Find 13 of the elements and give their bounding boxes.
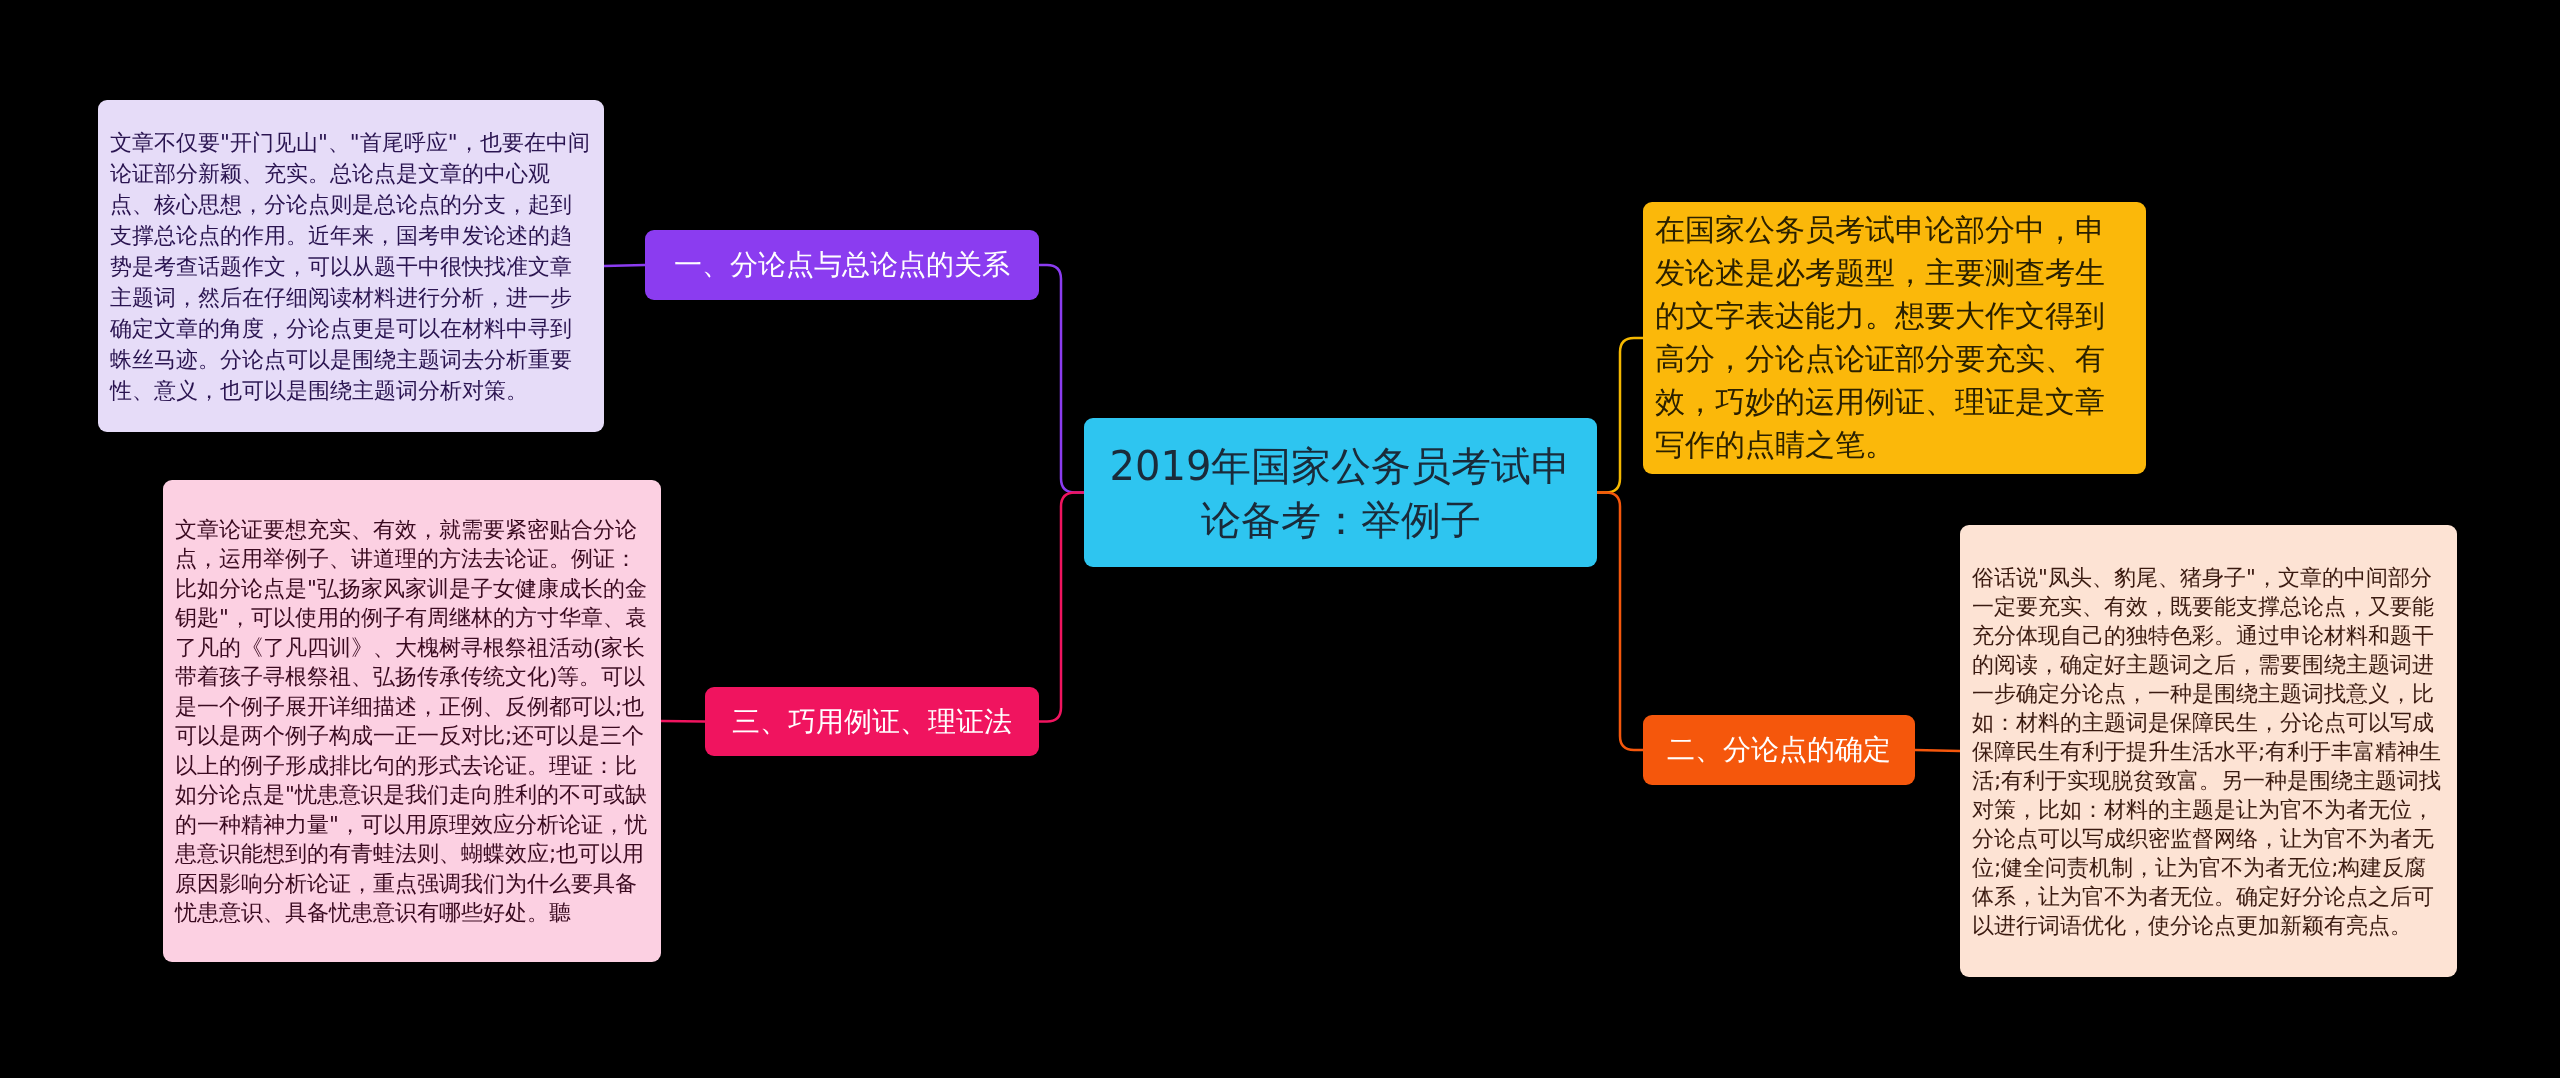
connector-line — [1039, 491, 1084, 723]
connector-line — [1597, 491, 1643, 752]
branch-topic-box: 三、巧用例证、理证法 — [705, 687, 1039, 756]
connector-line — [1914, 748, 1961, 753]
branch-topic-box: 二、分论点的确定 — [1643, 715, 1915, 785]
note-box: 文章不仅要"开门见山"、"首尾呼应"，也要在中间论证部分新颖、充实。总论点是文章的中心观点、核心思想，分论点则是总论点的分支，起到支撑总论点的作用。近年来，国考申发论述的趋势是考查话题作文，可以从题干中很快找准文章主题词，然后在仔细阅读材料进行分析，进一步确定文章的角度，分论点更是可以在材料中寻到蛛丝马迹。分论点可以是围绕主题词去分析重要性、意义，也可以是围绕主题词分析对策。 — [98, 100, 604, 432]
connector-line — [603, 263, 646, 268]
connector-line — [661, 719, 705, 723]
note-box: 文章论证要想充实、有效，就需要紧密贴合分论点，运用举例子、讲道理的方法去论证。例证：比如分论点是"弘扬家风家训是子女健康成长的金钥匙"，可以使用的例子有周继林的方寸华章、袁了凡的《了凡四训》、大槐树寻根祭祖活动(家长带着孩子寻根祭祖、弘扬传承传统文化)等。可以是一个例子展开详细描述，正例、反例都可以;也可以是两个例子构成一正一反对比;还可以是三个以上的例子形成排比句的形式去论证。理证：比如分论点是"忧患意识是我们走向胜利的不可或缺的一种精神力量"，可以用原理效应分析论证，忧患意识能想到的有青蛙法则、蝴蝶效应;也可以用原因影响分析论证，重点强调我们为什么要具备忧患意识、具备忧患意识有哪些好处。聽 — [163, 480, 661, 962]
note-box: 俗话说"凤头、豹尾、猪身子"，文章的中间部分一定要充实、有效，既要能支撑总论点，又要能充分体现自己的独特色彩。通过申论材料和题干的阅读，确定好主题词之后，需要围绕主题词进一步确定分论点，一种是围绕主题词找意义，比如：材料的主题词是保障民生，分论点可以写成保障民生有利于提升生活水平;有利于丰富精神生活;有利于实现脱贫致富。另一种是围绕主题词找对策，比如：材料的主题是让为官不为者无位，分论点可以写成织密监督网络，让为官不为者无位;健全问责机制，让为官不为者无位;构建反腐体系，让为官不为者无位。确定好分论点之后可以进行词语优化，使分论点更加新颖有亮点。 — [1960, 525, 2457, 977]
branch-topic-box: 一、分论点与总论点的关系 — [645, 230, 1039, 300]
central-topic-box: 2019年国家公务员考试申论备考：举例子 — [1084, 418, 1597, 567]
note-box: 在国家公务员考试申论部分中，申发论述是必考题型，主要测查考生的文字表达能力。想要大作文得到高分，分论点论证部分要充实、有效，巧妙的运用例证、理证是文章写作的点睛之笔。 — [1643, 202, 2146, 474]
